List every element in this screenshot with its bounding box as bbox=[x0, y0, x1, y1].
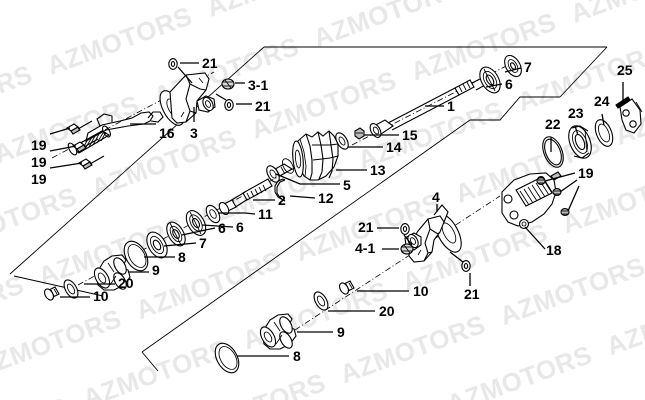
leader-lines bbox=[49, 62, 624, 357]
part-4-1-plug bbox=[400, 243, 414, 255]
part-label-23: 23 bbox=[568, 105, 584, 121]
part-label-8-lower: 8 bbox=[293, 348, 301, 364]
part-label-13: 13 bbox=[370, 162, 386, 178]
part-label-4-1: 4-1 bbox=[355, 240, 376, 256]
part-13-bevel-gear bbox=[292, 130, 339, 181]
part-22-o-ring-large bbox=[542, 136, 564, 168]
part-3-1-plug bbox=[221, 78, 235, 90]
part-label-18: 18 bbox=[546, 242, 562, 258]
part-label-15: 15 bbox=[402, 127, 418, 143]
part-label-19-right: 19 bbox=[578, 165, 594, 181]
axis-line-lower bbox=[294, 195, 501, 331]
part-21-o-ring-lower-right bbox=[461, 260, 471, 272]
part-label-21-lower-left: 21 bbox=[358, 219, 374, 235]
part-16-shaft-guard bbox=[67, 111, 164, 156]
part-9-yoke-lower bbox=[259, 313, 297, 350]
part-19-bolt-third bbox=[78, 155, 105, 170]
part-label-21-upper-right: 21 bbox=[255, 98, 271, 114]
part-label-21-lower-right: 21 bbox=[464, 286, 480, 302]
part-10-bushing-left bbox=[43, 286, 60, 301]
part-label-10-lower: 10 bbox=[413, 283, 429, 299]
part-label-22: 22 bbox=[545, 116, 561, 132]
part-6-bearing-mid-a bbox=[185, 210, 207, 236]
part-label-12: 12 bbox=[318, 190, 334, 206]
part-label-16: 16 bbox=[159, 125, 175, 141]
part-21-o-ring-lower-left bbox=[400, 223, 410, 235]
part-label-19-third: 19 bbox=[31, 171, 47, 187]
part-label-19-first: 19 bbox=[31, 137, 47, 153]
group-boundary-right bbox=[470, 96, 560, 121]
part-label-8-mid: 8 bbox=[178, 249, 186, 265]
part-21-o-ring-upper-left bbox=[168, 58, 178, 70]
part-9-yoke-mid bbox=[93, 254, 131, 291]
part-label-6-mid-a: 6 bbox=[236, 219, 244, 235]
part-21-o-ring-upper-right bbox=[224, 99, 234, 111]
part-3-housing-upper bbox=[159, 72, 216, 126]
part-11-spacer bbox=[205, 204, 221, 224]
part-label-9-lower: 9 bbox=[337, 324, 345, 340]
part-12-snap-ring bbox=[274, 178, 286, 202]
part-18-cover-plate bbox=[501, 172, 557, 230]
part-label-4: 4 bbox=[432, 189, 440, 205]
part-24-washer-large bbox=[594, 119, 614, 147]
part-19-bolt-second bbox=[72, 138, 99, 153]
part-8-boot-lower bbox=[214, 342, 240, 374]
part-1-drive-shaft bbox=[369, 76, 488, 138]
part-label-14: 14 bbox=[386, 139, 402, 155]
part-10-bushing-lower bbox=[338, 280, 355, 295]
part-5-pinion-collar bbox=[266, 158, 295, 183]
part-label-24: 24 bbox=[594, 93, 610, 109]
part-label-11: 11 bbox=[258, 206, 273, 222]
part-23-oil-seal bbox=[568, 125, 592, 159]
part-6-bearing-mid-b bbox=[166, 221, 186, 247]
part-6-bearing-upper bbox=[479, 66, 501, 94]
part-label-19-second: 19 bbox=[31, 154, 47, 170]
part-15-nut bbox=[354, 127, 365, 140]
group-boundary-lower bbox=[13, 119, 471, 372]
part-label-1: 1 bbox=[447, 98, 455, 114]
part-label-25: 25 bbox=[617, 62, 633, 78]
part-19-bolt-right-c bbox=[560, 208, 570, 216]
part-label-21-upper-left: 21 bbox=[202, 55, 218, 71]
part-label-20-left: 20 bbox=[118, 275, 134, 291]
part-label-7-mid: 7 bbox=[199, 235, 207, 251]
part-label-10-left: 10 bbox=[93, 288, 109, 304]
part-2-pinion-shaft bbox=[218, 178, 273, 216]
part-label-2: 2 bbox=[278, 192, 286, 208]
part-label-6-upper: 6 bbox=[505, 76, 513, 92]
part-8-boot-mid bbox=[123, 240, 149, 272]
part-label-20-lower: 20 bbox=[379, 303, 395, 319]
part-label-3: 3 bbox=[190, 125, 198, 141]
part-label-5: 5 bbox=[343, 177, 351, 193]
part-4-housing-lower bbox=[404, 204, 462, 263]
part-label-9-mid: 9 bbox=[152, 262, 160, 278]
part-20-ring-lower bbox=[313, 291, 329, 311]
part-label-3-1: 3-1 bbox=[248, 77, 269, 93]
part-label-7-upper: 7 bbox=[524, 59, 532, 75]
part-19-bolt-first bbox=[66, 120, 93, 135]
part-label-6-mid-b: 6 bbox=[218, 220, 226, 236]
part-20-ring-left bbox=[63, 279, 79, 299]
